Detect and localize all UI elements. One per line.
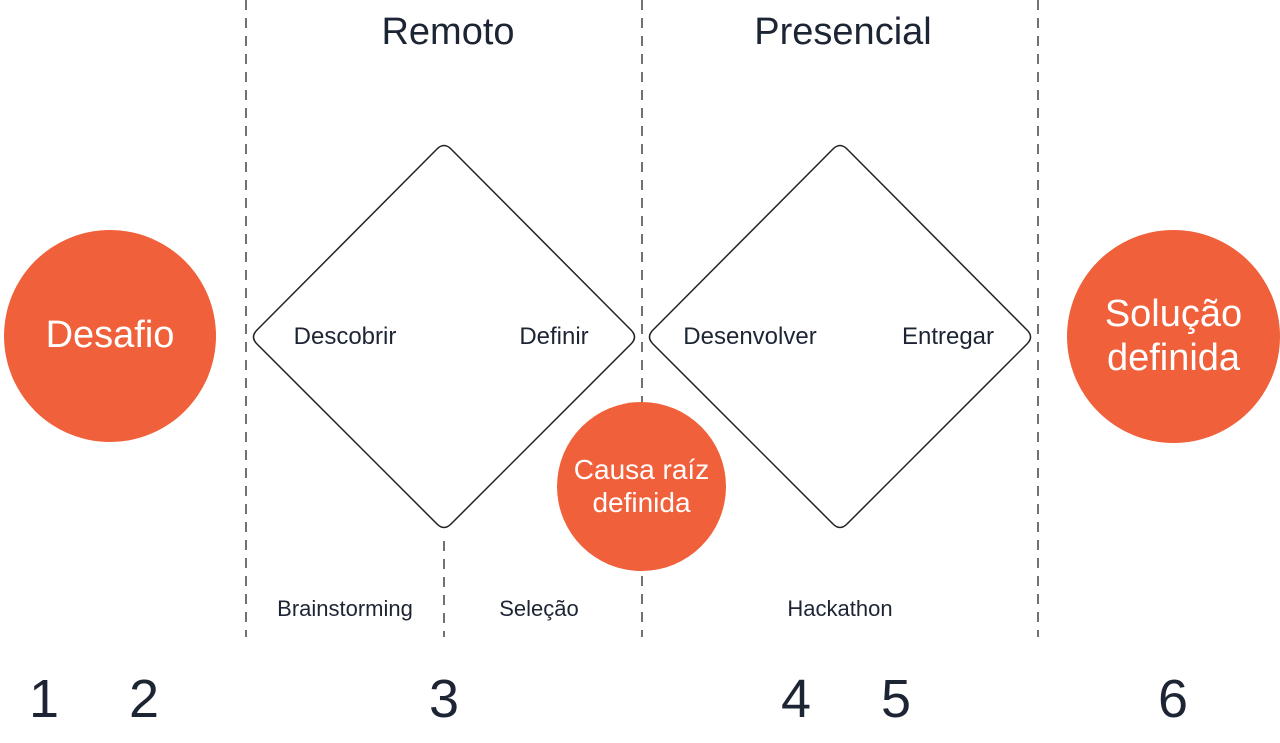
header-remote: Remoto [381, 11, 515, 53]
diamond-discover-define [252, 144, 636, 529]
activity-brainstorming: Brainstorming [277, 596, 413, 621]
circle-desafio-text: Desafio [45, 314, 175, 357]
circle-solucao: Solução definida [1067, 230, 1280, 443]
step-number-2: 2 [128, 669, 160, 729]
step-number-1: 1 [28, 669, 60, 729]
label-definir: Definir [519, 323, 589, 350]
label-descobrir: Descobrir [293, 323, 397, 350]
diamond-develop-deliver [648, 144, 1032, 529]
label-entregar: Entregar [901, 323, 995, 350]
circle-causa-raiz-text: Causa raíz definida [573, 454, 710, 518]
circle-solucao-text: Solução definida [1104, 292, 1243, 379]
step-number-6: 6 [1157, 669, 1189, 729]
activity-selecao: Seleção [499, 596, 579, 621]
circle-causa-raiz: Causa raíz definida [557, 402, 726, 571]
step-number-3: 3 [428, 669, 460, 729]
activity-hackathon: Hackathon [787, 596, 893, 621]
step-number-4: 4 [780, 669, 812, 729]
header-presencial: Presencial [754, 11, 932, 53]
label-desenvolver: Desenvolver [683, 323, 817, 350]
circle-desafio: Desafio [4, 230, 216, 442]
step-number-5: 5 [880, 669, 912, 729]
